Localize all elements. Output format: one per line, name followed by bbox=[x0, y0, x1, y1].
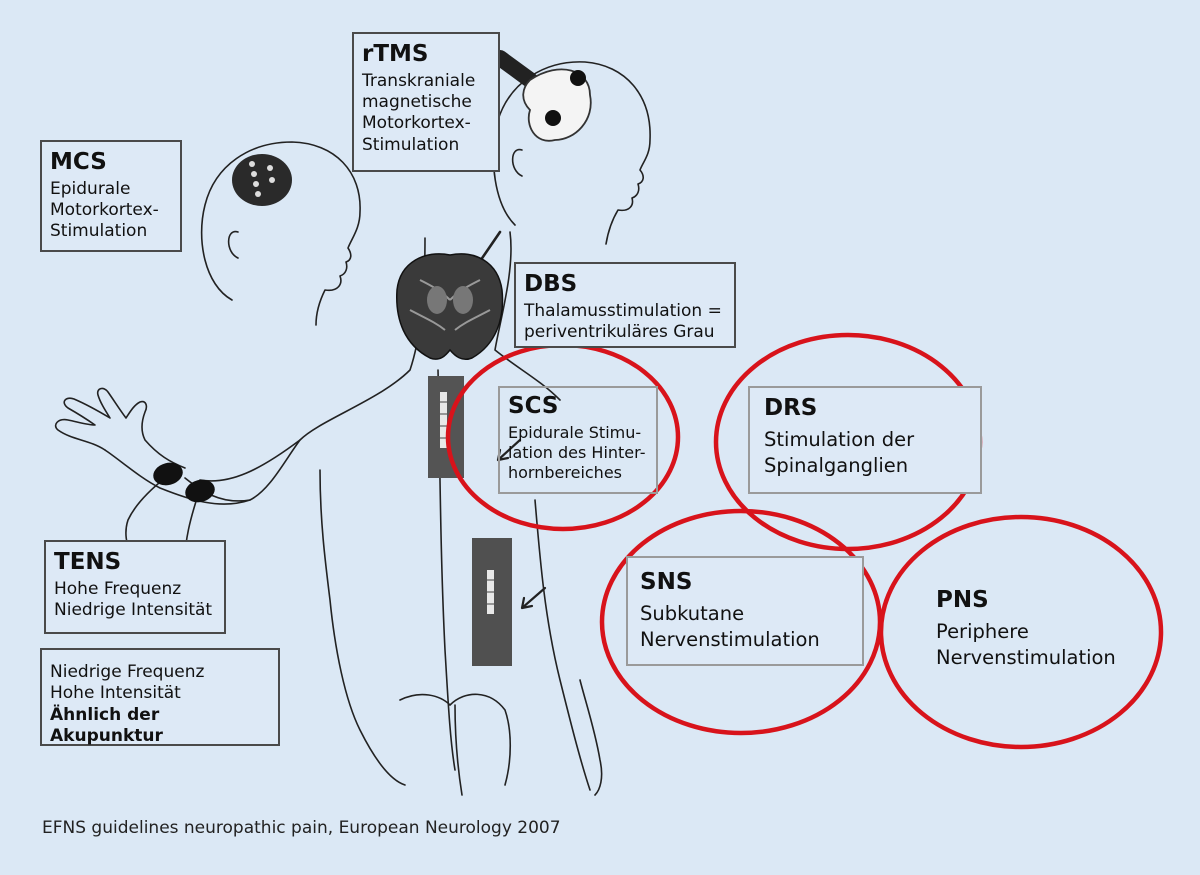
rtms-box: rTMS Transkraniale magnetische Motorkort… bbox=[352, 32, 500, 172]
arm-lower bbox=[104, 449, 251, 505]
tens-line-1: Hohe Frequenz bbox=[54, 578, 182, 599]
mcs-electrode-dots bbox=[249, 161, 275, 197]
tens-electrode-2 bbox=[185, 479, 215, 503]
body-buttocks bbox=[399, 693, 511, 786]
body-hip-line bbox=[454, 704, 463, 796]
sns-box: SNS Subkutane Nervenstimulation bbox=[626, 556, 864, 666]
rtms-coil-handle bbox=[492, 50, 538, 88]
acupuncture-box: Niedrige Frequenz Hohe Intensität Ähnlic… bbox=[40, 648, 280, 746]
dbs-box: DBS Thalamusstimulation = periventrikulä… bbox=[514, 262, 736, 348]
mcs-box: MCS Epidurale Motorkortex- Stimulation bbox=[40, 140, 182, 252]
sns-title: SNS bbox=[640, 569, 693, 595]
sns-line-1: Subkutane bbox=[640, 601, 745, 625]
acu-line-1: Niedrige Frequenz bbox=[50, 662, 205, 682]
tens-title: TENS bbox=[54, 549, 122, 575]
scs-line-3: hornbereiches bbox=[508, 462, 622, 482]
rtms-line-4: Stimulation bbox=[362, 134, 460, 155]
tens-box: TENS Hohe Frequenz Niedrige Intensität bbox=[44, 540, 226, 634]
scs-box: SCS Epidurale Stimu- lation des Hinter- … bbox=[498, 386, 658, 494]
sns-line-2: Nervenstimulation bbox=[640, 628, 820, 652]
hand-outline bbox=[54, 387, 186, 469]
tens-line-2: Niedrige Intensität bbox=[54, 600, 213, 620]
rtms-line-1: Transkraniale bbox=[362, 70, 476, 91]
source-caption: EFNS guidelines neuropathic pain, Europe… bbox=[42, 818, 561, 838]
body-neck-left bbox=[184, 237, 426, 502]
drs-line-2: Spinalganglien bbox=[764, 454, 909, 478]
mcs-line-1: Epidurale bbox=[50, 178, 131, 199]
rtms-coil-dot-1 bbox=[570, 70, 586, 86]
pns-highlight-circle bbox=[878, 514, 1164, 750]
rtms-coil-dot-2 bbox=[545, 110, 561, 126]
brain-slice-image bbox=[396, 253, 504, 361]
mcs-title: MCS bbox=[50, 149, 107, 175]
mcs-line-3: Stimulation bbox=[50, 221, 148, 242]
rtms-title: rTMS bbox=[362, 41, 429, 67]
mcs-head-outline bbox=[200, 141, 361, 326]
dbs-line-1: Thalamusstimulation = bbox=[524, 300, 722, 321]
acu-line-3: Ähnlich der Akupunktur bbox=[50, 704, 163, 746]
body-right-arm bbox=[579, 679, 603, 796]
scs-line-2: lation des Hinter- bbox=[508, 442, 646, 462]
mcs-implant bbox=[232, 154, 292, 206]
xray-strip-lower bbox=[472, 538, 512, 666]
mcs-line-2: Motorkortex- bbox=[50, 200, 159, 220]
dbs-line-2: periventrikuläres Grau bbox=[524, 322, 715, 342]
rtms-ear bbox=[511, 148, 523, 177]
body-left-side bbox=[319, 469, 406, 786]
dbs-title: DBS bbox=[524, 271, 578, 297]
xray-strip-upper bbox=[428, 376, 464, 478]
rtms-line-2: magnetische bbox=[362, 92, 472, 112]
drs-title: DRS bbox=[764, 395, 818, 421]
tens-electrode-1 bbox=[153, 462, 183, 486]
scs-title: SCS bbox=[508, 393, 559, 419]
rtms-line-3: Motorkortex- bbox=[362, 113, 471, 134]
body-right-side bbox=[534, 499, 591, 791]
pns-line-2: Nervenstimulation bbox=[936, 646, 1116, 670]
drs-box: DRS Stimulation der Spinalganglien bbox=[748, 386, 982, 494]
pns-line-1: Periphere bbox=[936, 619, 1029, 643]
rtms-head-outline bbox=[492, 61, 651, 245]
body-neck-right bbox=[494, 231, 561, 401]
scs-line-1: Epidurale Stimu- bbox=[508, 422, 642, 442]
arm-upper bbox=[199, 439, 301, 482]
acu-line-2: Hohe Intensität bbox=[50, 683, 181, 704]
mcs-ear bbox=[227, 230, 239, 259]
pns-title: PNS bbox=[936, 587, 989, 613]
pns-box: PNS Periphere Nervenstimulation bbox=[928, 580, 1148, 680]
drs-line-1: Stimulation der bbox=[764, 427, 915, 451]
lower-arrow bbox=[520, 586, 547, 610]
